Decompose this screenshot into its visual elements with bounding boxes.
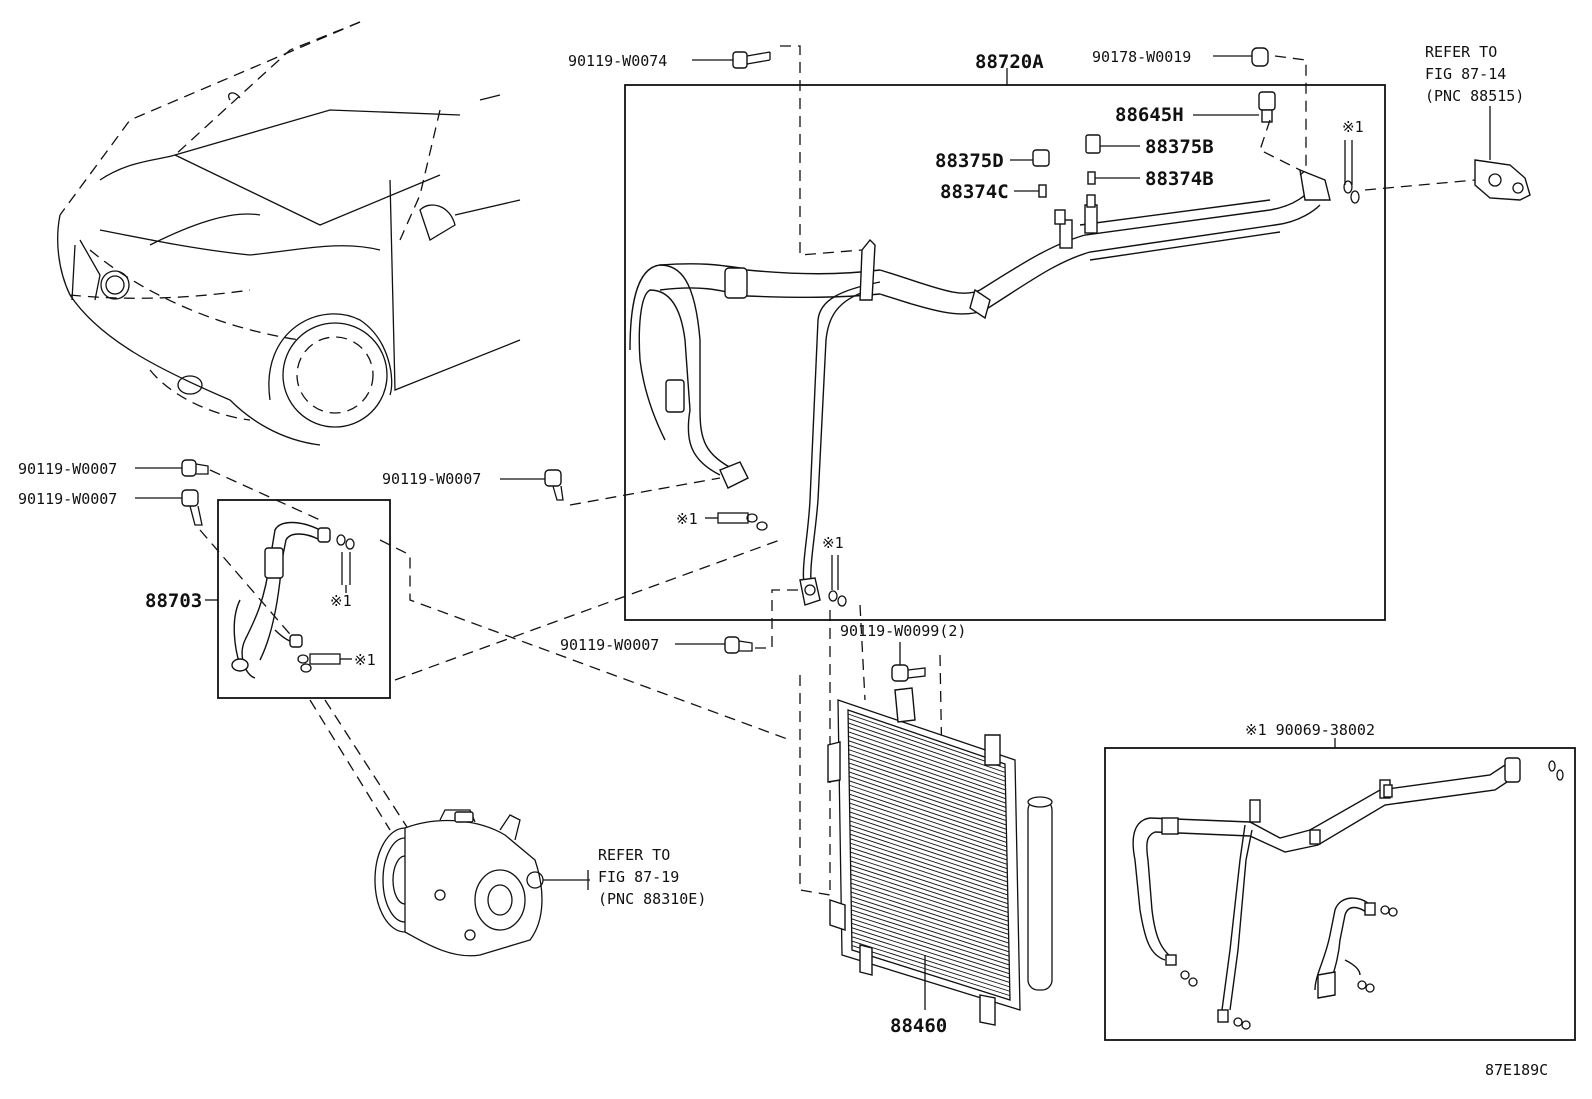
condenser-fin — [850, 869, 1009, 922]
bolt-90119-W0074 — [692, 45, 863, 256]
condenser-fin — [850, 896, 1010, 948]
condenser-fin — [850, 842, 1008, 896]
condenser-fin — [850, 873, 1009, 927]
part-label-o-ring-set[interactable]: ※1 90069-38002 — [1245, 721, 1375, 739]
condenser-fin — [849, 829, 1008, 883]
figure-code: 87E189C — [1485, 1061, 1548, 1079]
bolt-label-top-left[interactable]: 90119-W0074 — [568, 52, 667, 70]
condenser-fin — [850, 891, 1009, 944]
hose-88703 — [231, 521, 355, 679]
bolt-label-left-1[interactable]: 90119-W0007 — [18, 460, 117, 478]
condenser-fin — [848, 762, 1007, 817]
condenser-fin — [849, 798, 1007, 852]
condenser-fin — [848, 767, 1007, 821]
condenser-fin — [849, 793, 1007, 848]
condenser-fin — [851, 900, 1010, 953]
condenser-fin — [851, 936, 1010, 988]
hose-assembly-frame — [624, 84, 1386, 621]
bolt-label-mid[interactable]: 90119-W0007 — [382, 470, 481, 488]
expansion-valve — [1364, 106, 1531, 201]
condenser-fin — [851, 927, 1010, 979]
condenser-fin — [848, 735, 1006, 791]
condenser-fin — [847, 713, 1006, 769]
condenser-fin — [851, 913, 1010, 966]
compressor — [374, 809, 590, 957]
condenser-fin — [848, 775, 1007, 830]
condenser-fin — [851, 945, 1011, 997]
condenser-fin — [849, 789, 1007, 843]
ref-expansion-line-3: (PNC 88515) — [1425, 87, 1524, 105]
condenser-fin — [849, 807, 1008, 861]
condenser-fin — [849, 824, 1008, 878]
service-valves — [1010, 91, 1276, 198]
o-ring-mark: ※1 — [822, 534, 844, 552]
condenser-fin — [849, 820, 1008, 874]
ref-compressor-line-2: FIG 87-19 — [598, 868, 679, 886]
part-label-88720A[interactable]: 88720A — [975, 51, 1044, 73]
o-rings-88720A: ※1 ※1 ※1 — [676, 118, 1364, 607]
ref-expansion-line-1: REFER TO — [1425, 43, 1497, 61]
condenser-fin — [848, 722, 1006, 778]
condenser-fin — [847, 718, 1006, 773]
condenser-fin — [851, 931, 1010, 983]
hose-88703-frame — [217, 499, 391, 699]
condenser-fin — [848, 731, 1006, 786]
condenser-fin — [850, 887, 1009, 940]
condenser-fin — [848, 749, 1006, 804]
condenser-fin — [848, 771, 1007, 826]
condenser-fin — [851, 909, 1010, 962]
o-ring-set-frame — [1104, 747, 1576, 1041]
ref-compressor-line-1: REFER TO — [598, 846, 670, 864]
part-label-88645H[interactable]: 88645H — [1115, 104, 1184, 126]
o-ring-mark: ※1 — [330, 592, 352, 610]
o-ring-mark: ※1 — [354, 651, 376, 669]
condenser-fin — [849, 811, 1008, 865]
part-label-88460[interactable]: 88460 — [890, 1015, 947, 1037]
condenser-fin — [848, 726, 1006, 782]
condenser-fin — [848, 740, 1006, 795]
condenser-fin — [850, 882, 1009, 935]
bolt-label-left-2[interactable]: 90119-W0007 — [18, 490, 117, 508]
part-label-88375B[interactable]: 88375B — [1145, 136, 1214, 158]
bolt-label-lower-mid[interactable]: 90119-W0007 — [560, 636, 659, 654]
ref-expansion-line-2: FIG 87-14 — [1425, 65, 1506, 83]
bolt-label-top-right[interactable]: 90178-W0019 — [1092, 48, 1191, 66]
bolt-label-condenser[interactable]: 90119-W0099(2) — [840, 622, 966, 640]
part-label-88374B[interactable]: 88374B — [1145, 168, 1214, 190]
condenser-fin — [850, 860, 1009, 913]
condenser-fin — [849, 815, 1008, 870]
condenser-fin — [851, 940, 1010, 992]
condenser-fin — [848, 780, 1007, 835]
condenser-fin — [851, 949, 1011, 1001]
vehicle-outline — [57, 21, 521, 446]
ref-compressor-line-3: (PNC 88310E) — [598, 890, 706, 908]
condenser-fin — [849, 802, 1008, 856]
condenser-fin — [849, 784, 1007, 839]
condenser-fin — [850, 864, 1009, 918]
o-ring-mark: ※1 — [676, 510, 698, 528]
condenser-fin — [848, 744, 1006, 800]
condenser-fin — [851, 918, 1010, 970]
condenser-fin — [848, 758, 1007, 813]
condenser-fin — [850, 847, 1008, 900]
condenser-fin — [850, 851, 1009, 905]
o-ring-mark: ※1 — [1342, 118, 1364, 136]
condenser-fin — [851, 905, 1010, 957]
part-label-88703[interactable]: 88703 — [145, 590, 202, 612]
condenser-fin — [849, 833, 1008, 887]
part-label-88374C[interactable]: 88374C — [940, 181, 1009, 203]
o-ring-set-pipes — [1132, 757, 1564, 1030]
condenser-fin — [849, 838, 1008, 891]
suction-hose-assembly — [629, 168, 1331, 606]
condenser-fin — [851, 922, 1010, 975]
condenser-88460 — [827, 687, 1053, 1026]
condenser-fin — [850, 856, 1009, 909]
bolt-90178-W0019 — [1213, 47, 1307, 176]
part-label-88375D[interactable]: 88375D — [935, 150, 1004, 172]
condenser-fin — [850, 878, 1009, 931]
condenser-fin — [848, 753, 1006, 808]
